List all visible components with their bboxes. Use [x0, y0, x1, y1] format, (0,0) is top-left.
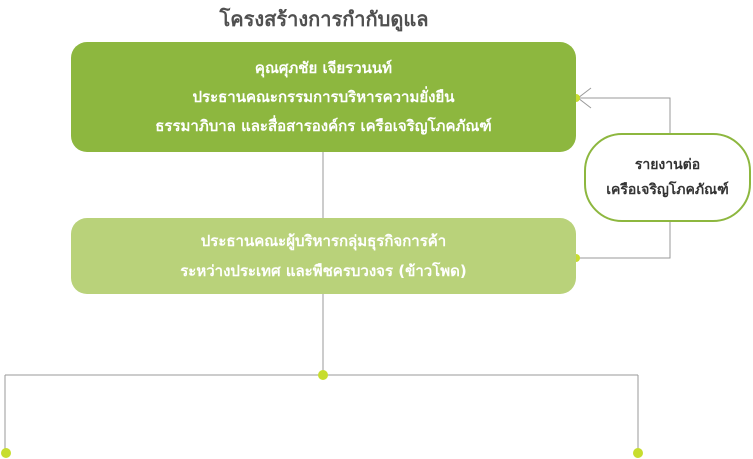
feedback-loop-lower [576, 222, 671, 259]
chairman-role-line-1: ประธานคณะกรรมการบริหารความยั่งยืน [192, 87, 455, 106]
business-group-line-1: ประธานคณะผู้บริหารกลุ่มธุรกิจการค้า [200, 232, 447, 250]
business-group-line-2: ระหว่างประเทศ และพืชครบวงจร (ข้าวโพด) [180, 262, 467, 280]
diagram-title: โครงสร้างการกำกับดูแล [219, 7, 429, 31]
dot-marker [1, 448, 11, 458]
chairman-role-line-2: ธรรมาภิบาล และสื่อสารองค์กร เครือเจริญโภ… [155, 116, 492, 135]
report-to-line-1: รายงานต่อ [634, 156, 701, 173]
report-to-box: รายงานต่อ เครือเจริญโภคภัณฑ์ [584, 133, 751, 222]
dot-marker [633, 448, 643, 458]
dot-marker [318, 370, 328, 380]
feedback-loop-upper [578, 97, 671, 133]
chairman-box: คุณศุภชัย เจียรวนนท์ ประธานคณะกรรมการบริ… [71, 42, 576, 152]
report-to-line-2: เครือเจริญโภคภัณฑ์ [606, 181, 729, 198]
chairman-name: คุณศุภชัย เจียรวนนท์ [254, 58, 393, 77]
business-group-head-box: ประธานคณะผู้บริหารกลุ่มธุรกิจการค้า ระหว… [71, 218, 576, 294]
